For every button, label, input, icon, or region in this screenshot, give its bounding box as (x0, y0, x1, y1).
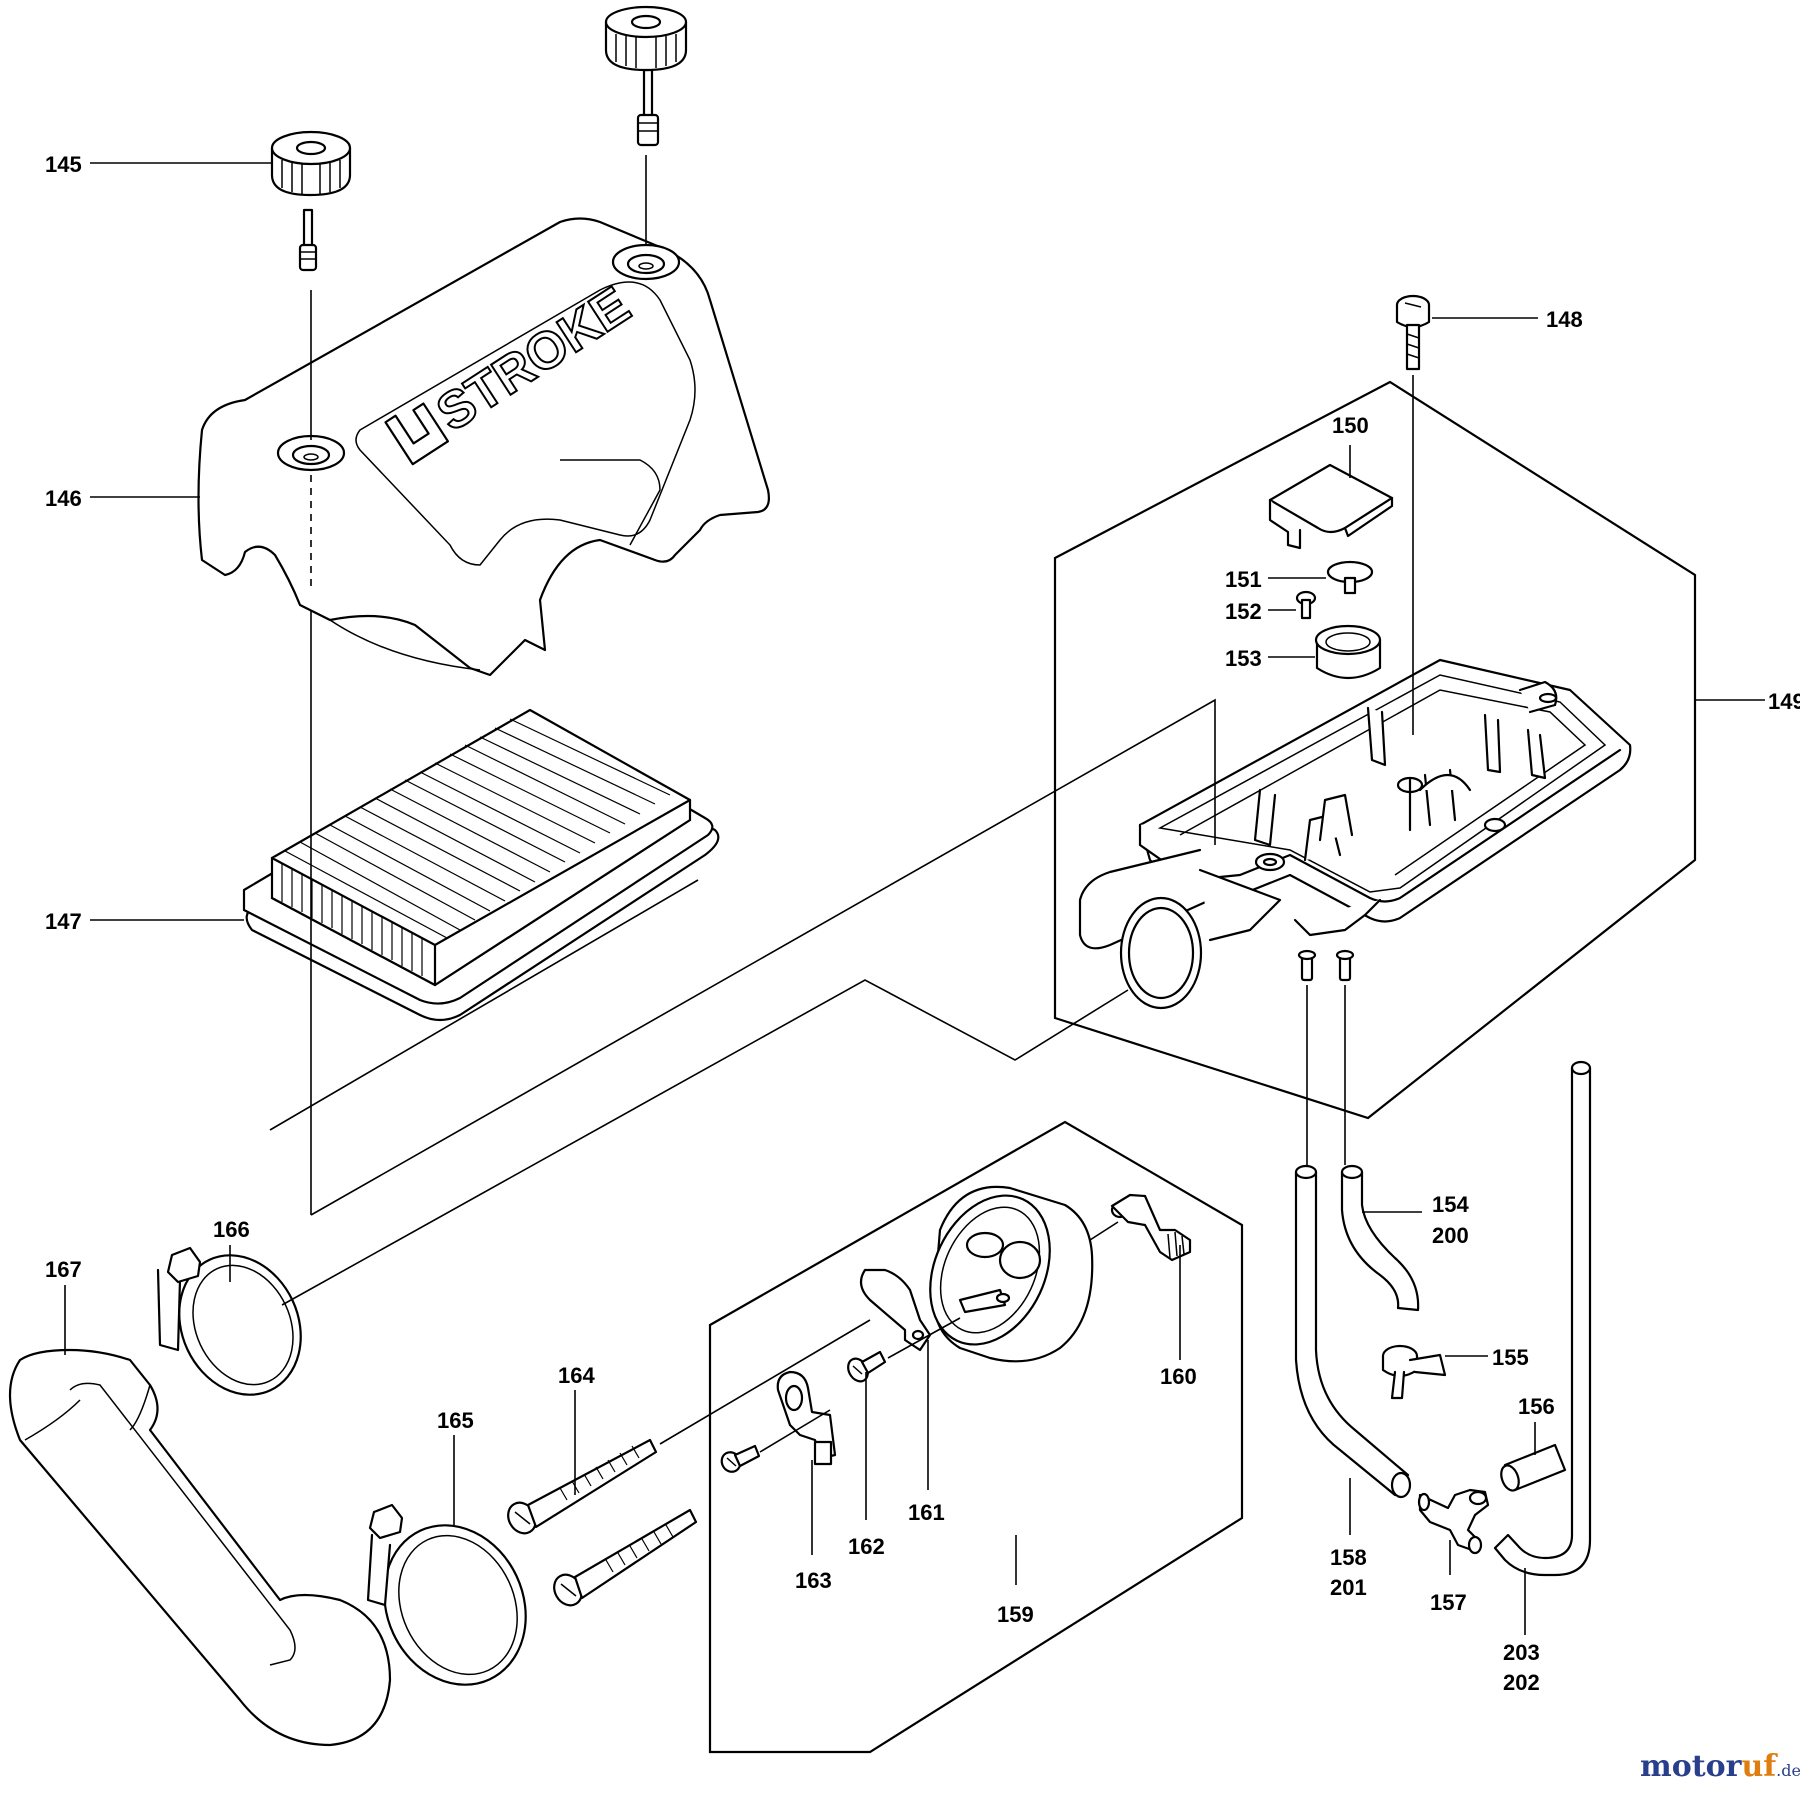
hose-158 (1294, 1164, 1412, 1499)
label-167: 167 (45, 1257, 82, 1282)
valve-disc-151 (1326, 560, 1374, 595)
clamp-165 (366, 1503, 527, 1686)
label-154: 154 (1432, 1192, 1469, 1217)
clamp-155 (1381, 1344, 1447, 1400)
tube-156 (1500, 1443, 1567, 1492)
assembly-frame-159 (708, 1120, 1244, 1754)
label-163: 163 (795, 1568, 832, 1593)
filter-pleats (281, 718, 671, 976)
label-146: 146 (45, 486, 82, 511)
label-153: 153 (1225, 646, 1262, 671)
hose-203-202 (1493, 1060, 1592, 1577)
intake-elbow-167 (8, 1348, 392, 1747)
watermark-logo: motoruf.de (1640, 1749, 1800, 1784)
bolt-164 (507, 1438, 658, 1535)
choke-lever-160 (1110, 1193, 1192, 1262)
leader-lines (64, 162, 1765, 1635)
label-201: 201 (1330, 1575, 1367, 1600)
label-150: 150 (1332, 413, 1369, 438)
knob-145 (270, 130, 352, 272)
knob-top (604, 5, 688, 147)
air-filter-147 (242, 708, 720, 1022)
label-165: 165 (437, 1408, 474, 1433)
label-152: 152 (1225, 599, 1262, 624)
label-159: 159 (997, 1602, 1034, 1627)
label-155: 155 (1492, 1345, 1529, 1370)
label-200: 200 (1432, 1223, 1469, 1248)
part-labels: 145 146 147 148 149 150 151 152 153 154 … (45, 152, 1800, 1695)
screw-162 (847, 1350, 887, 1383)
label-148: 148 (1546, 307, 1583, 332)
bolt-164-second (553, 1508, 698, 1607)
assembly-lines (269, 155, 1414, 1453)
choke-housing (929, 1185, 1094, 1363)
label-158: 158 (1330, 1545, 1367, 1570)
small-screw (720, 1444, 761, 1473)
label-147: 147 (45, 909, 82, 934)
label-149: 149 (1768, 689, 1800, 714)
small-screw-152 (1295, 590, 1317, 620)
screw-148 (1395, 294, 1431, 371)
label-157: 157 (1430, 1590, 1467, 1615)
clamp-166 (156, 1246, 302, 1396)
label-160: 160 (1160, 1364, 1197, 1389)
label-166: 166 (213, 1217, 250, 1242)
label-164: 164 (558, 1363, 595, 1388)
label-162: 162 (848, 1534, 885, 1559)
label-151: 151 (1225, 567, 1262, 592)
choke-plate-161 (859, 1268, 932, 1352)
assembly-frame-149 (1053, 380, 1697, 1120)
cover-146: STROKE (197, 217, 770, 677)
ring-153 (1314, 624, 1382, 679)
label-161: 161 (908, 1500, 945, 1525)
label-145: 145 (45, 152, 82, 177)
hose-154 (1340, 1164, 1420, 1312)
label-202: 202 (1503, 1670, 1540, 1695)
tee-fitting-157 (1417, 1488, 1490, 1555)
bracket-163 (776, 1370, 837, 1466)
cap-clip-150 (1268, 463, 1394, 550)
label-156: 156 (1518, 1394, 1555, 1419)
air-box-base (1078, 658, 1632, 1010)
svg-text:motoruf.de: motoruf.de (1640, 1749, 1800, 1784)
label-203: 203 (1503, 1640, 1540, 1665)
